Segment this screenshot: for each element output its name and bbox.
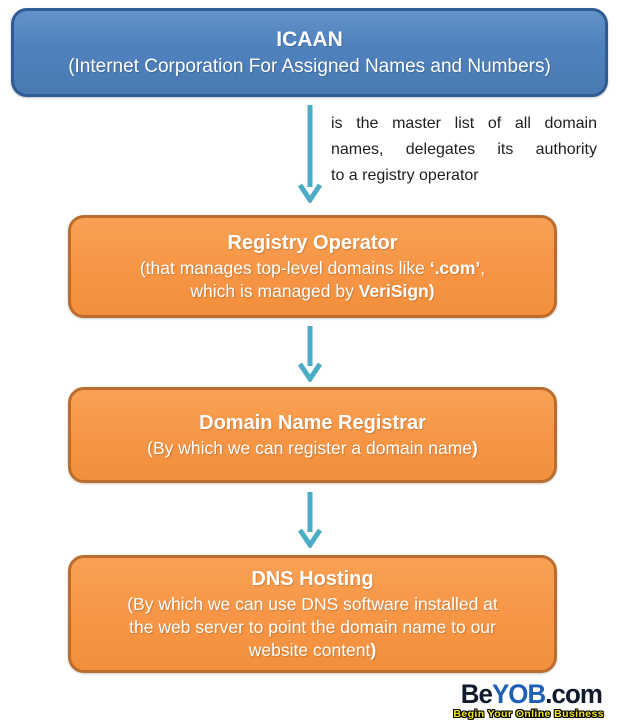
down-arrow-registrar-to-dns (297, 492, 323, 548)
annotation-line: to a registry operator (331, 167, 479, 184)
node-dns-title: DNS Hosting (251, 567, 374, 590)
annotation-line: is the master list of all domain (331, 115, 597, 132)
node-registry-operator: Registry Operator (that manages top-leve… (68, 215, 557, 318)
logo-text-yob: YOB (492, 679, 546, 709)
node-registry-subtitle-line1: (that manages top-level domains like ‘.c… (139, 257, 486, 278)
node-dns-hosting: DNS Hosting (By which we can use DNS sof… (68, 555, 557, 673)
node-icann: ICAAN (Internet Corporation For Assigned… (11, 8, 608, 97)
node-dns-subtitle-line1: (By which we can use DNS software instal… (127, 593, 498, 614)
beyob-logo-wordmark: BeYOB.com (459, 681, 604, 708)
node-registry-subtitle-line2: which is managed by VeriSign) (190, 281, 435, 301)
node-registrar-subtitle: (By which we can register a domain name) (147, 437, 478, 458)
annotation-line: names, delegates its authority (331, 141, 597, 158)
beyob-logo: BeYOB.com Begin Your Online Business (453, 681, 604, 720)
logo-tagline: Begin Your Online Business (453, 708, 604, 720)
icann-annotation: is the master list of all domain names, … (331, 111, 597, 189)
down-arrow-registry-to-registrar (297, 326, 323, 382)
logo-text-dotcom: .com (545, 679, 604, 709)
node-dns-subtitle-line2: the web server to point the domain name … (129, 616, 496, 637)
node-registrar-title: Domain Name Registrar (199, 411, 426, 434)
node-icann-title: ICAAN (276, 27, 343, 51)
node-domain-name-registrar: Domain Name Registrar (By which we can r… (68, 387, 557, 483)
node-dns-subtitle-line3: website content) (248, 640, 377, 661)
down-arrow-icann-to-registry (297, 105, 323, 203)
node-registry-title: Registry Operator (227, 231, 398, 254)
node-icann-subtitle: (Internet Corporation For Assigned Names… (68, 56, 551, 78)
logo-text-be: Be (461, 679, 493, 709)
